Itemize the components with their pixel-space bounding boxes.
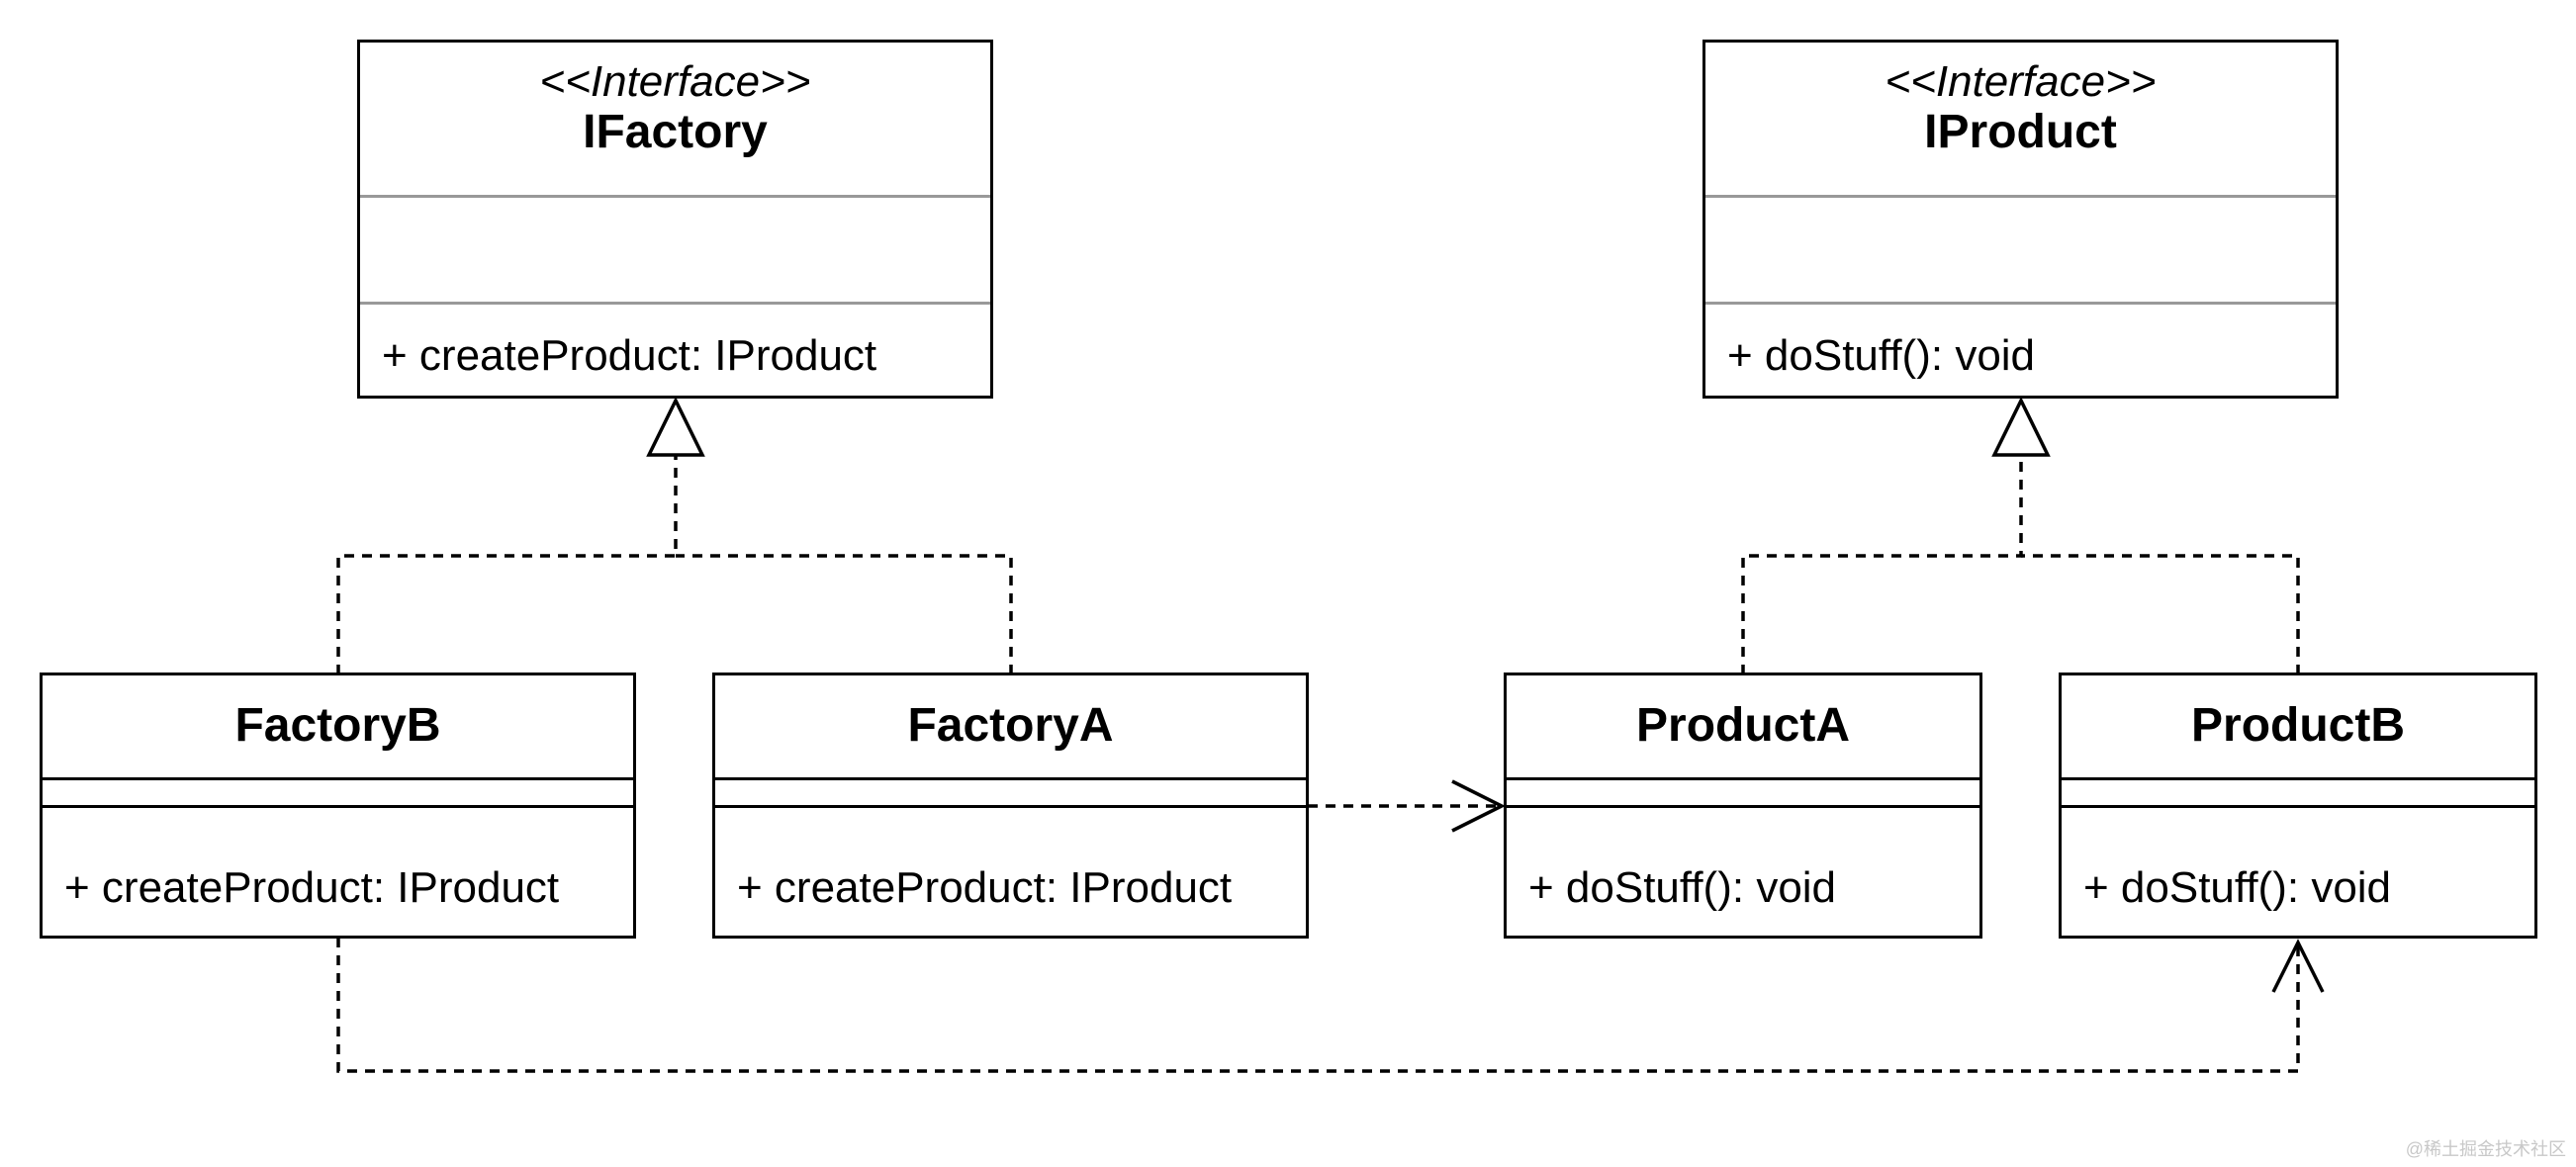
producta-divider-attributes <box>1507 777 1979 780</box>
factoryb-divider-attributes <box>43 777 633 780</box>
realization-line-factoryb-ifactory <box>336 455 678 674</box>
dependency-arrowhead-productb <box>2271 939 2325 993</box>
realization-line-productb-iproduct <box>2021 554 2300 674</box>
realization-line-producta-iproduct <box>1741 455 2023 674</box>
productb-header: ProductB <box>2062 675 2534 776</box>
iproduct-divider-methods <box>1705 302 2336 305</box>
iproduct-header: <<Interface>> IProduct <box>1705 43 2336 159</box>
ifactory-divider-methods <box>360 302 990 305</box>
iproduct-interface-box[interactable]: <<Interface>> IProduct + doStuff(): void <box>1702 40 2339 399</box>
factoryb-name: FactoryB <box>234 699 441 752</box>
productb-method: + doStuff(): void <box>2083 863 2392 912</box>
factoryb-method: + createProduct: IProduct <box>64 863 560 912</box>
factorya-header: FactoryA <box>715 675 1306 776</box>
ifactory-header: <<Interface>> IFactory <box>360 43 990 159</box>
realization-arrowhead-ifactory <box>646 397 705 457</box>
factoryb-class-box[interactable]: FactoryB + createProduct: IProduct <box>40 673 636 939</box>
factorya-name: FactoryA <box>907 699 1114 752</box>
producta-method: + doStuff(): void <box>1528 863 1837 912</box>
iproduct-divider-attributes <box>1705 195 2336 198</box>
watermark: @稀土掘金技术社区 <box>2405 1139 2566 1159</box>
factorya-method: + createProduct: IProduct <box>737 863 1233 912</box>
factoryb-header: FactoryB <box>43 675 633 776</box>
productb-divider-methods <box>2062 805 2534 808</box>
ifactory-divider-attributes <box>360 195 990 198</box>
ifactory-method: + createProduct: IProduct <box>382 331 877 380</box>
iproduct-method: + doStuff(): void <box>1727 331 2036 380</box>
productb-class-box[interactable]: ProductB + doStuff(): void <box>2059 673 2537 939</box>
dependency-line-factoryb-productb <box>336 938 2300 1073</box>
producta-divider-methods <box>1507 805 1979 808</box>
factorya-divider-attributes <box>715 777 1306 780</box>
factoryb-divider-methods <box>43 805 633 808</box>
factorya-class-box[interactable]: FactoryA + createProduct: IProduct <box>712 673 1309 939</box>
producta-name: ProductA <box>1636 699 1850 752</box>
ifactory-stereotype: <<Interface>> <box>539 57 811 106</box>
realization-line-factorya-ifactory <box>676 554 1013 674</box>
ifactory-interface-box[interactable]: <<Interface>> IFactory + createProduct: … <box>357 40 993 399</box>
realization-arrowhead-iproduct <box>1991 397 2051 457</box>
iproduct-name: IProduct <box>1924 106 2117 158</box>
productb-name: ProductB <box>2191 699 2405 752</box>
iproduct-stereotype: <<Interface>> <box>1885 57 2157 106</box>
producta-header: ProductA <box>1507 675 1979 776</box>
producta-class-box[interactable]: ProductA + doStuff(): void <box>1504 673 1982 939</box>
dependency-arrowhead-producta <box>1451 779 1506 833</box>
factorya-divider-methods <box>715 805 1306 808</box>
ifactory-name: IFactory <box>583 106 768 158</box>
productb-divider-attributes <box>2062 777 2534 780</box>
